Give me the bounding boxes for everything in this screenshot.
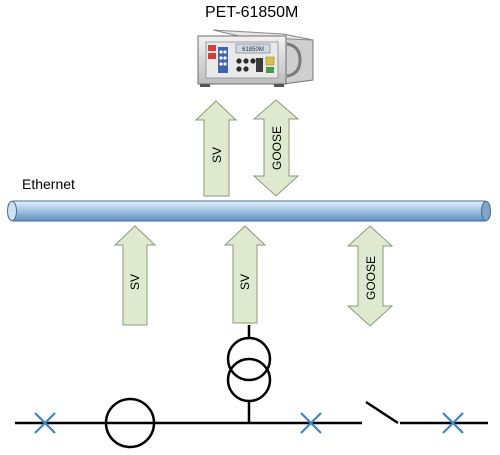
- test-device: 61850M: [197, 29, 314, 87]
- ethernet-label: Ethernet: [22, 176, 75, 192]
- upper-goose-arrow: GOOSE: [252, 99, 300, 197]
- lower-goose-label: GOOSE: [364, 256, 378, 300]
- breaker-icon: [34, 412, 56, 434]
- lower-sv-1-label: SV: [128, 274, 142, 290]
- breaker-icon: [300, 412, 322, 434]
- upper-sv-arrow: SV: [194, 100, 238, 197]
- voltage-transformer-icon: [226, 325, 272, 423]
- current-transformer-icon: [104, 397, 156, 449]
- upper-goose-label: GOOSE: [270, 126, 284, 170]
- lower-sv-2-label: SV: [238, 274, 252, 290]
- upper-sv-label: SV: [210, 147, 224, 163]
- switch-icon: [365, 400, 399, 425]
- ethernet-bus: [7, 200, 491, 222]
- device-screen-text: 61850M: [242, 47, 264, 53]
- lower-sv-arrow-1: SV: [113, 225, 157, 326]
- lower-sv-arrow-2: SV: [223, 225, 267, 324]
- device-label: PET-61850M: [205, 4, 299, 21]
- breaker-icon: [442, 412, 464, 434]
- lower-goose-arrow: GOOSE: [346, 225, 394, 327]
